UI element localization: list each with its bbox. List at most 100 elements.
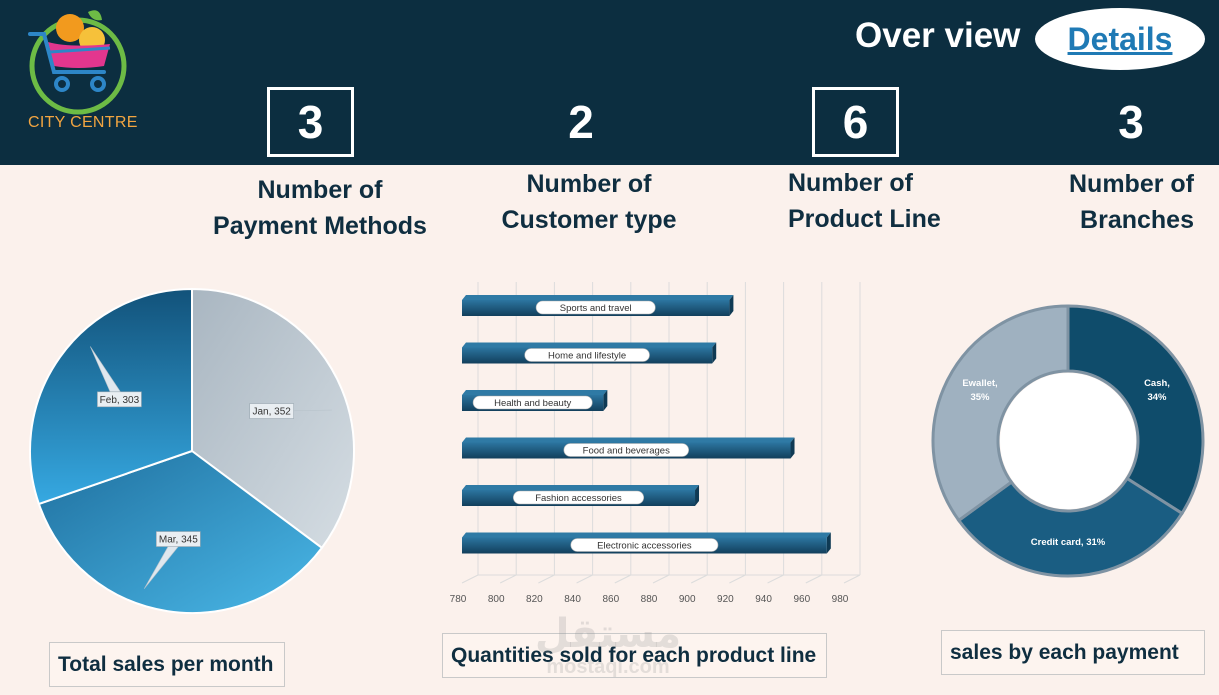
bar-category-label: Home and lifestyle xyxy=(548,351,626,362)
bar-side-face xyxy=(790,437,795,459)
caption-sales-by-payment: sales by each payment xyxy=(941,630,1205,675)
bar-gridline-floor xyxy=(461,574,479,584)
donut-slice-ewallet xyxy=(931,304,1070,523)
bar-health-and-beauty xyxy=(462,395,604,411)
kpi-label-line2: Branches xyxy=(1080,206,1194,234)
pie-callout-pointer xyxy=(90,346,126,400)
bar-x-tick-label: 780 xyxy=(450,594,467,605)
brand-name: CITY CENTRE xyxy=(28,114,138,131)
kpi-payment-methods-label: Number of Payment Methods xyxy=(208,172,432,244)
kpi-label-line2: Payment Methods xyxy=(213,212,427,240)
donut-slice-cash xyxy=(1066,304,1205,516)
pie-slice-jan xyxy=(191,287,355,550)
bar-gridline-floor xyxy=(499,574,517,584)
kpi-customer-type-label: Number of Customer type xyxy=(496,166,682,238)
bar-side-face xyxy=(695,485,700,506)
bar-x-tick-label: 840 xyxy=(564,594,581,605)
bar-top-face xyxy=(462,532,831,538)
bar-category-label: Food and beverages xyxy=(583,446,670,457)
bar-top-face xyxy=(462,295,734,300)
kpi-product-line-value: 6 xyxy=(812,87,899,157)
bar-x-tick-label: 880 xyxy=(641,594,658,605)
pie-data-label-feb: Feb, 303 xyxy=(100,395,140,406)
bar-label-pill xyxy=(563,443,689,457)
bar-gridline-floor xyxy=(805,574,823,584)
bar-electronic-accessories xyxy=(462,537,827,554)
watermark: مستقل mostaql.com xyxy=(528,612,688,682)
bar-home-and-lifestyle xyxy=(462,347,713,364)
bar-top-face xyxy=(462,342,717,348)
kpi-customer-type-value: 2 xyxy=(568,96,594,148)
bar-top-face xyxy=(462,390,608,395)
bar-label-pill xyxy=(570,538,719,552)
bar-label-pill xyxy=(535,300,656,315)
header-bar xyxy=(0,0,1219,165)
bar-gridline-floor xyxy=(614,574,632,584)
bar-x-tick-label: 800 xyxy=(488,594,505,605)
donut-data-label: Credit card, 31% xyxy=(1031,537,1106,548)
bar-gridline-floor xyxy=(652,574,670,584)
pie-data-label-box xyxy=(97,391,142,408)
bar-side-face xyxy=(603,390,608,411)
bar-food-and-beverages xyxy=(462,442,791,459)
pie-slice-feb xyxy=(29,287,193,506)
bar-x-tick-label: 980 xyxy=(832,594,849,605)
kpi-label-line2: Product Line xyxy=(788,205,941,233)
kpi-branches-value: 3 xyxy=(1118,96,1144,148)
bar-sports-and-travel xyxy=(462,300,730,316)
bar-category-label: Sports and travel xyxy=(560,303,632,314)
kpi-product-line-label: Number of Product Line xyxy=(788,165,958,237)
donut-hole xyxy=(1000,373,1136,509)
bar-category-label: Electronic accessories xyxy=(597,541,692,552)
bar-x-tick-label: 940 xyxy=(755,594,772,605)
bar-top-face xyxy=(462,485,700,490)
pie-data-label-jan: Jan, 352 xyxy=(252,407,291,418)
bar-x-tick-label: 860 xyxy=(602,594,619,605)
pie-callout-pointer xyxy=(265,409,332,412)
pie-data-label-box xyxy=(249,403,294,419)
kpi-label-line1: Number of xyxy=(1069,170,1194,198)
bar-fashion-accessories xyxy=(462,490,696,506)
bar-side-face xyxy=(729,295,734,316)
bar-x-tick-label: 820 xyxy=(526,594,543,605)
bar-gridline-floor xyxy=(767,574,784,584)
bar-x-tick-label: 960 xyxy=(793,594,810,605)
bar-gridline-floor xyxy=(538,574,555,584)
bar-category-label: Fashion accessories xyxy=(535,493,622,504)
bar-side-face xyxy=(826,532,831,554)
kpi-label-line2: Customer type xyxy=(501,206,677,234)
bar-gridline-floor xyxy=(729,574,746,584)
kpi-label-line1: Number of xyxy=(526,170,652,198)
shopping-cart-icon xyxy=(28,10,127,115)
bar-label-pill xyxy=(524,348,650,362)
bar-category-label: Health and beauty xyxy=(494,398,571,409)
donut-data-label: 34% xyxy=(1147,392,1167,403)
kpi-payment-methods-value: 3 xyxy=(267,87,354,157)
pie-callout-pointer xyxy=(143,538,185,589)
bar-gridline-floor xyxy=(576,574,593,584)
caption-quantities-by-product: Quantities sold for each product line xyxy=(442,633,827,678)
bar-label-pill xyxy=(513,490,645,505)
donut-data-label: 35% xyxy=(970,392,990,403)
donut-slice-credit-card xyxy=(956,476,1185,578)
pie-data-label-box xyxy=(156,531,201,547)
pie-data-label-mar: Mar, 345 xyxy=(159,535,198,546)
bar-x-tick-label: 920 xyxy=(717,594,734,605)
donut-data-label: Ewallet, xyxy=(962,378,997,389)
bar-gridline-floor xyxy=(843,574,861,584)
bar-side-face xyxy=(712,342,717,364)
kpi-label-line1: Number of xyxy=(788,169,913,197)
details-link[interactable]: Details xyxy=(1035,8,1205,70)
kpi-branches-label: Number of Branches xyxy=(1054,166,1194,238)
bar-label-pill xyxy=(472,395,593,410)
watermark-arabic: مستقل xyxy=(534,612,682,656)
bar-x-tick-label: 900 xyxy=(679,594,696,605)
pie-slice-mar xyxy=(37,449,324,614)
caption-total-sales-per-month: Total sales per month xyxy=(49,642,285,687)
bar-top-face xyxy=(462,437,795,443)
bar-gridline-floor xyxy=(690,574,708,584)
watermark-latin: mostaql.com xyxy=(546,656,670,678)
overview-title: Over view xyxy=(855,16,1021,55)
donut-data-label: Cash, xyxy=(1144,378,1170,389)
kpi-label-line1: Number of xyxy=(257,176,383,204)
